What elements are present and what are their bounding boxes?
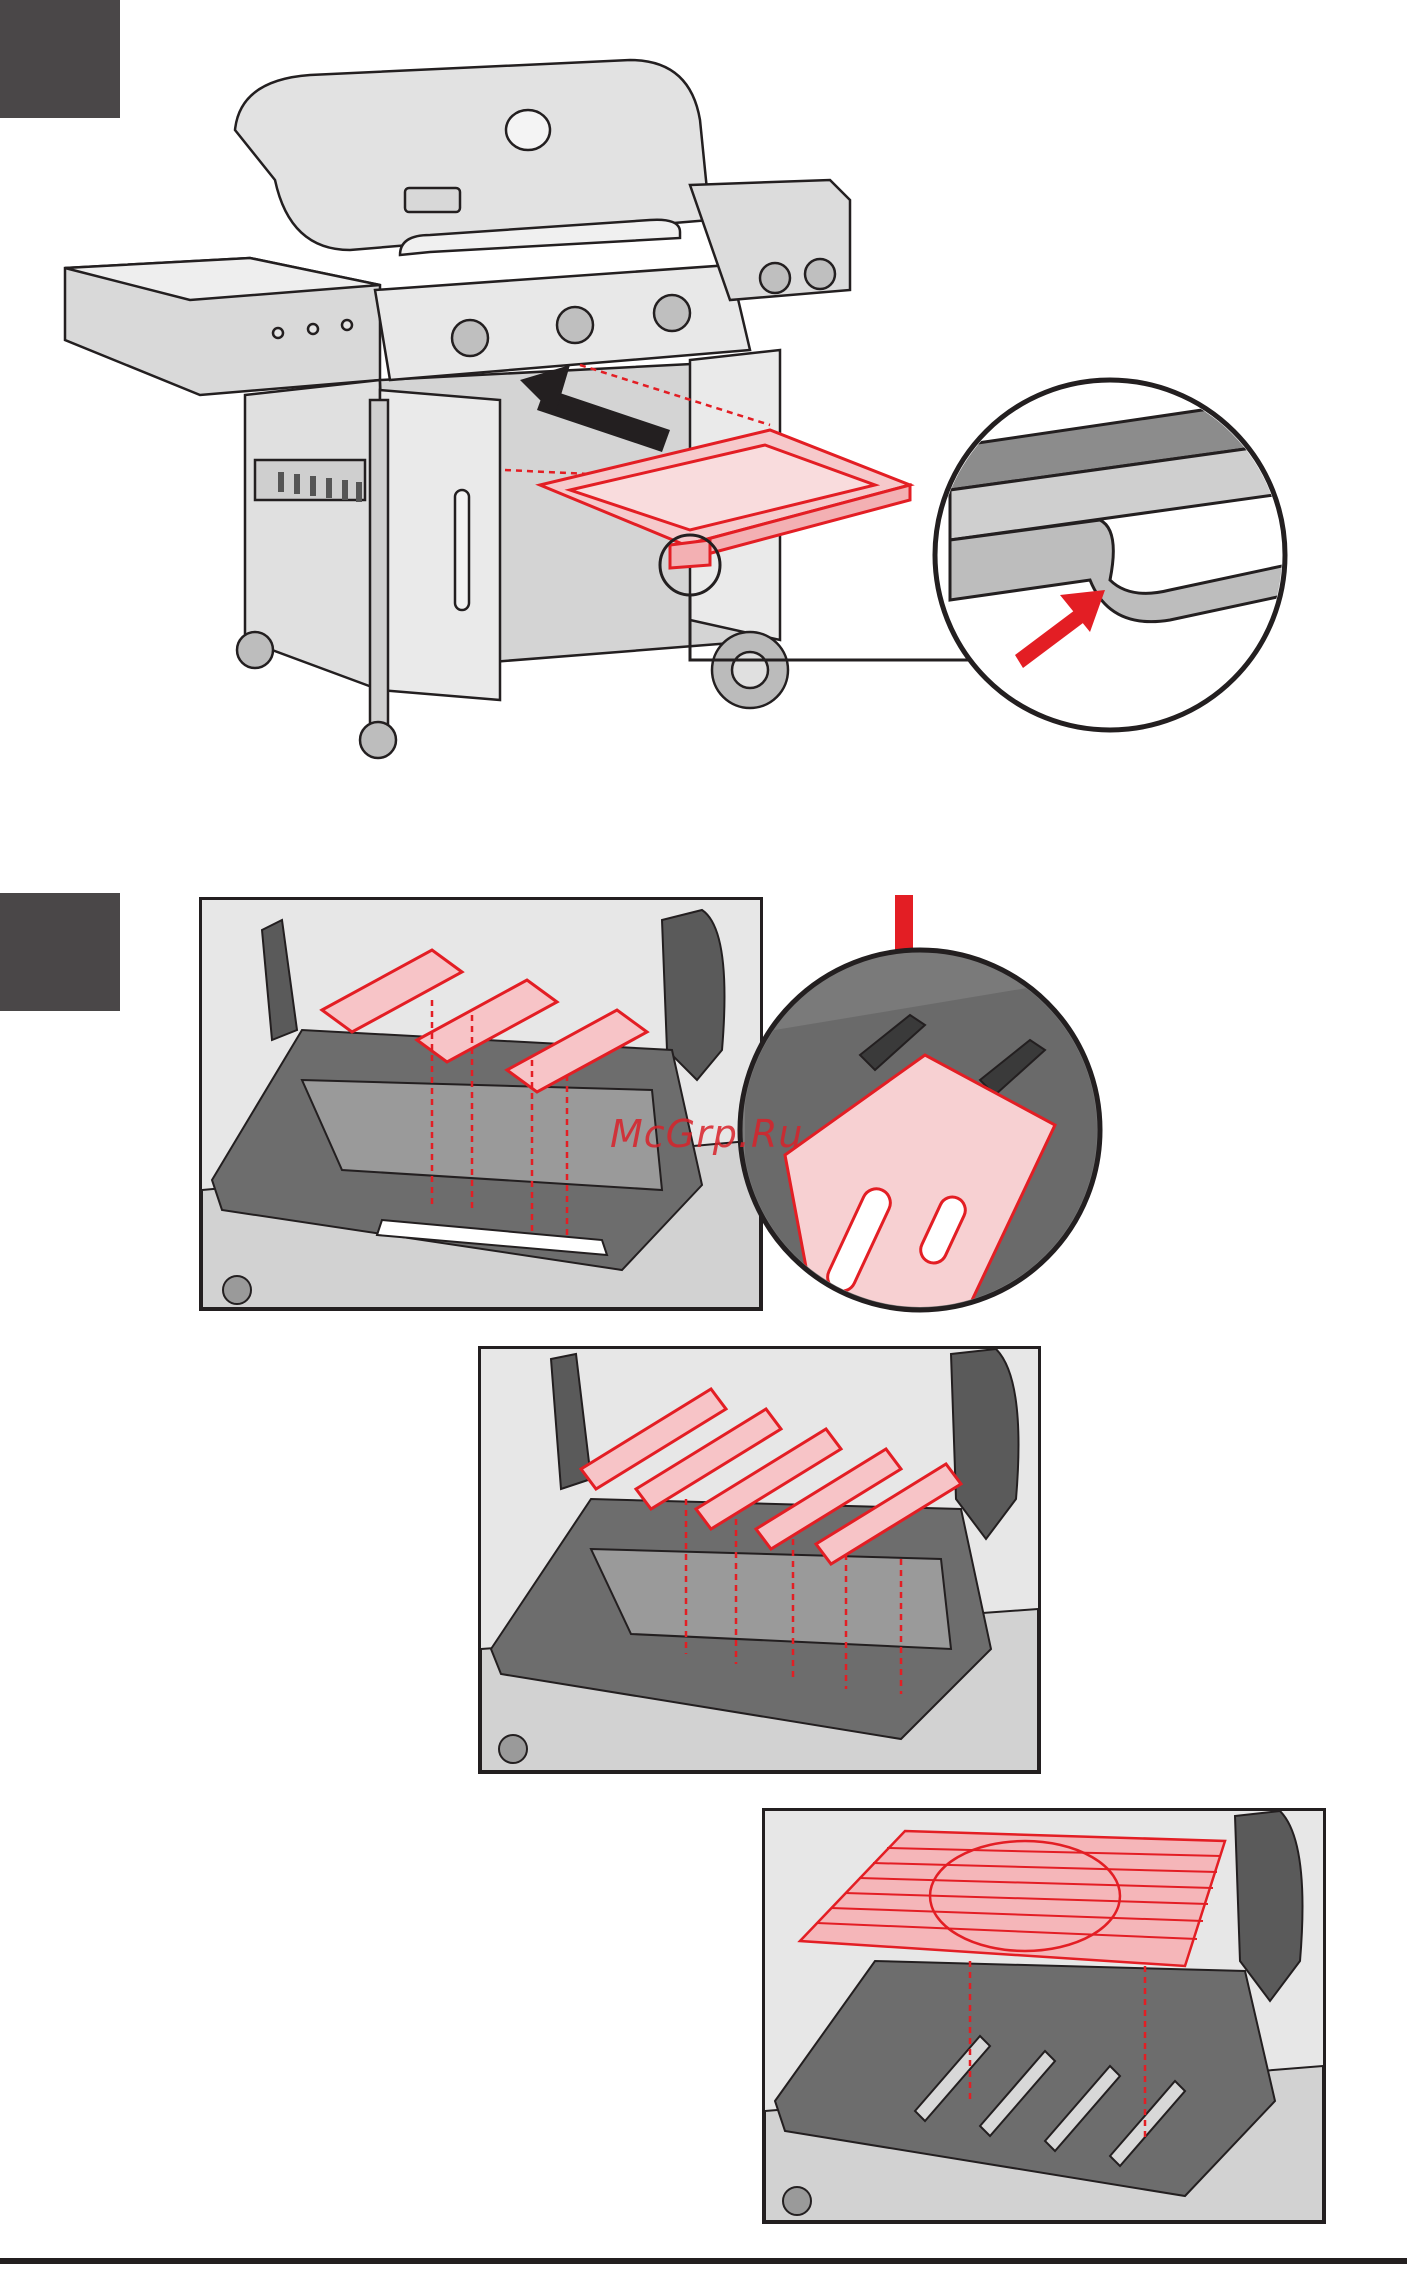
footer-rule bbox=[0, 2258, 1407, 2264]
panel-flavorizer-bars bbox=[478, 1346, 1041, 1774]
panel-cooking-grates bbox=[762, 1808, 1326, 2224]
deflector-slot-detail bbox=[725, 895, 1105, 1315]
grill-drip-tray-figure bbox=[50, 20, 1380, 780]
panel-heat-deflectors bbox=[199, 897, 763, 1311]
left-side-table bbox=[65, 258, 380, 395]
drip-tray-lip-detail bbox=[930, 380, 1310, 730]
watermark: McGrp.Ru bbox=[610, 1112, 803, 1156]
step-2-tab bbox=[0, 893, 120, 1011]
